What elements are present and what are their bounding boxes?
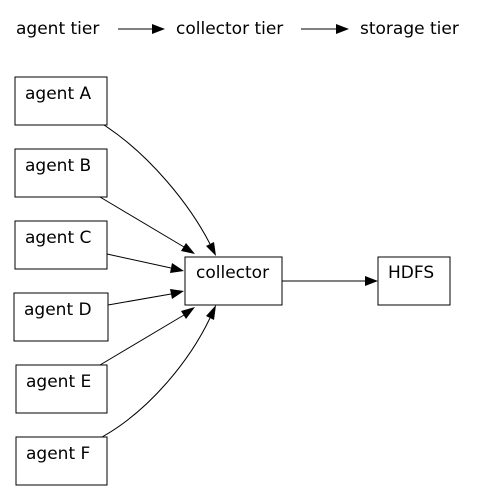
edge-agent-e-arrowhead <box>181 307 195 319</box>
edge-agent-f-arrowhead <box>206 305 216 320</box>
node-hdfs: HDFS <box>377 256 451 306</box>
edge-agent-b-arrowhead <box>181 243 195 254</box>
edge-agent-d-arrowhead <box>170 289 184 299</box>
node-agent-d: agent D <box>13 292 109 342</box>
edge-agent-c-collector <box>106 253 172 269</box>
node-label: HDFS <box>388 263 434 283</box>
node-label: agent D <box>24 300 92 320</box>
node-label: collector <box>196 263 269 283</box>
tier-label-agent: agent tier <box>16 19 99 39</box>
node-collector: collector <box>184 256 283 306</box>
edge-agent-e-collector <box>99 314 185 366</box>
node-label: agent A <box>25 84 92 104</box>
edge-agent-f-collector <box>101 317 211 438</box>
node-label: agent E <box>26 372 91 392</box>
edge-collector-hdfs-arrowhead <box>365 276 378 286</box>
edge-agent-c-arrowhead <box>170 263 184 273</box>
node-label: agent F <box>26 444 90 464</box>
tier-label-collector: collector tier <box>176 19 283 39</box>
node-agent-a: agent A <box>14 76 108 126</box>
tier-arrow-1-head <box>152 24 165 34</box>
edge-agent-b-collector <box>99 196 185 248</box>
node-agent-c: agent C <box>14 220 108 270</box>
node-agent-f: agent F <box>15 436 108 486</box>
edge-agent-a-collector <box>103 124 211 245</box>
edge-agent-a-arrowhead <box>206 242 216 256</box>
edge-agent-d-collector <box>107 293 172 306</box>
tier-arrow-2-head <box>336 24 349 34</box>
node-label: agent B <box>25 156 91 176</box>
tier-label-storage: storage tier <box>360 19 459 39</box>
node-agent-e: agent E <box>15 364 108 414</box>
node-label: agent C <box>25 228 91 248</box>
node-agent-b: agent B <box>14 148 108 198</box>
